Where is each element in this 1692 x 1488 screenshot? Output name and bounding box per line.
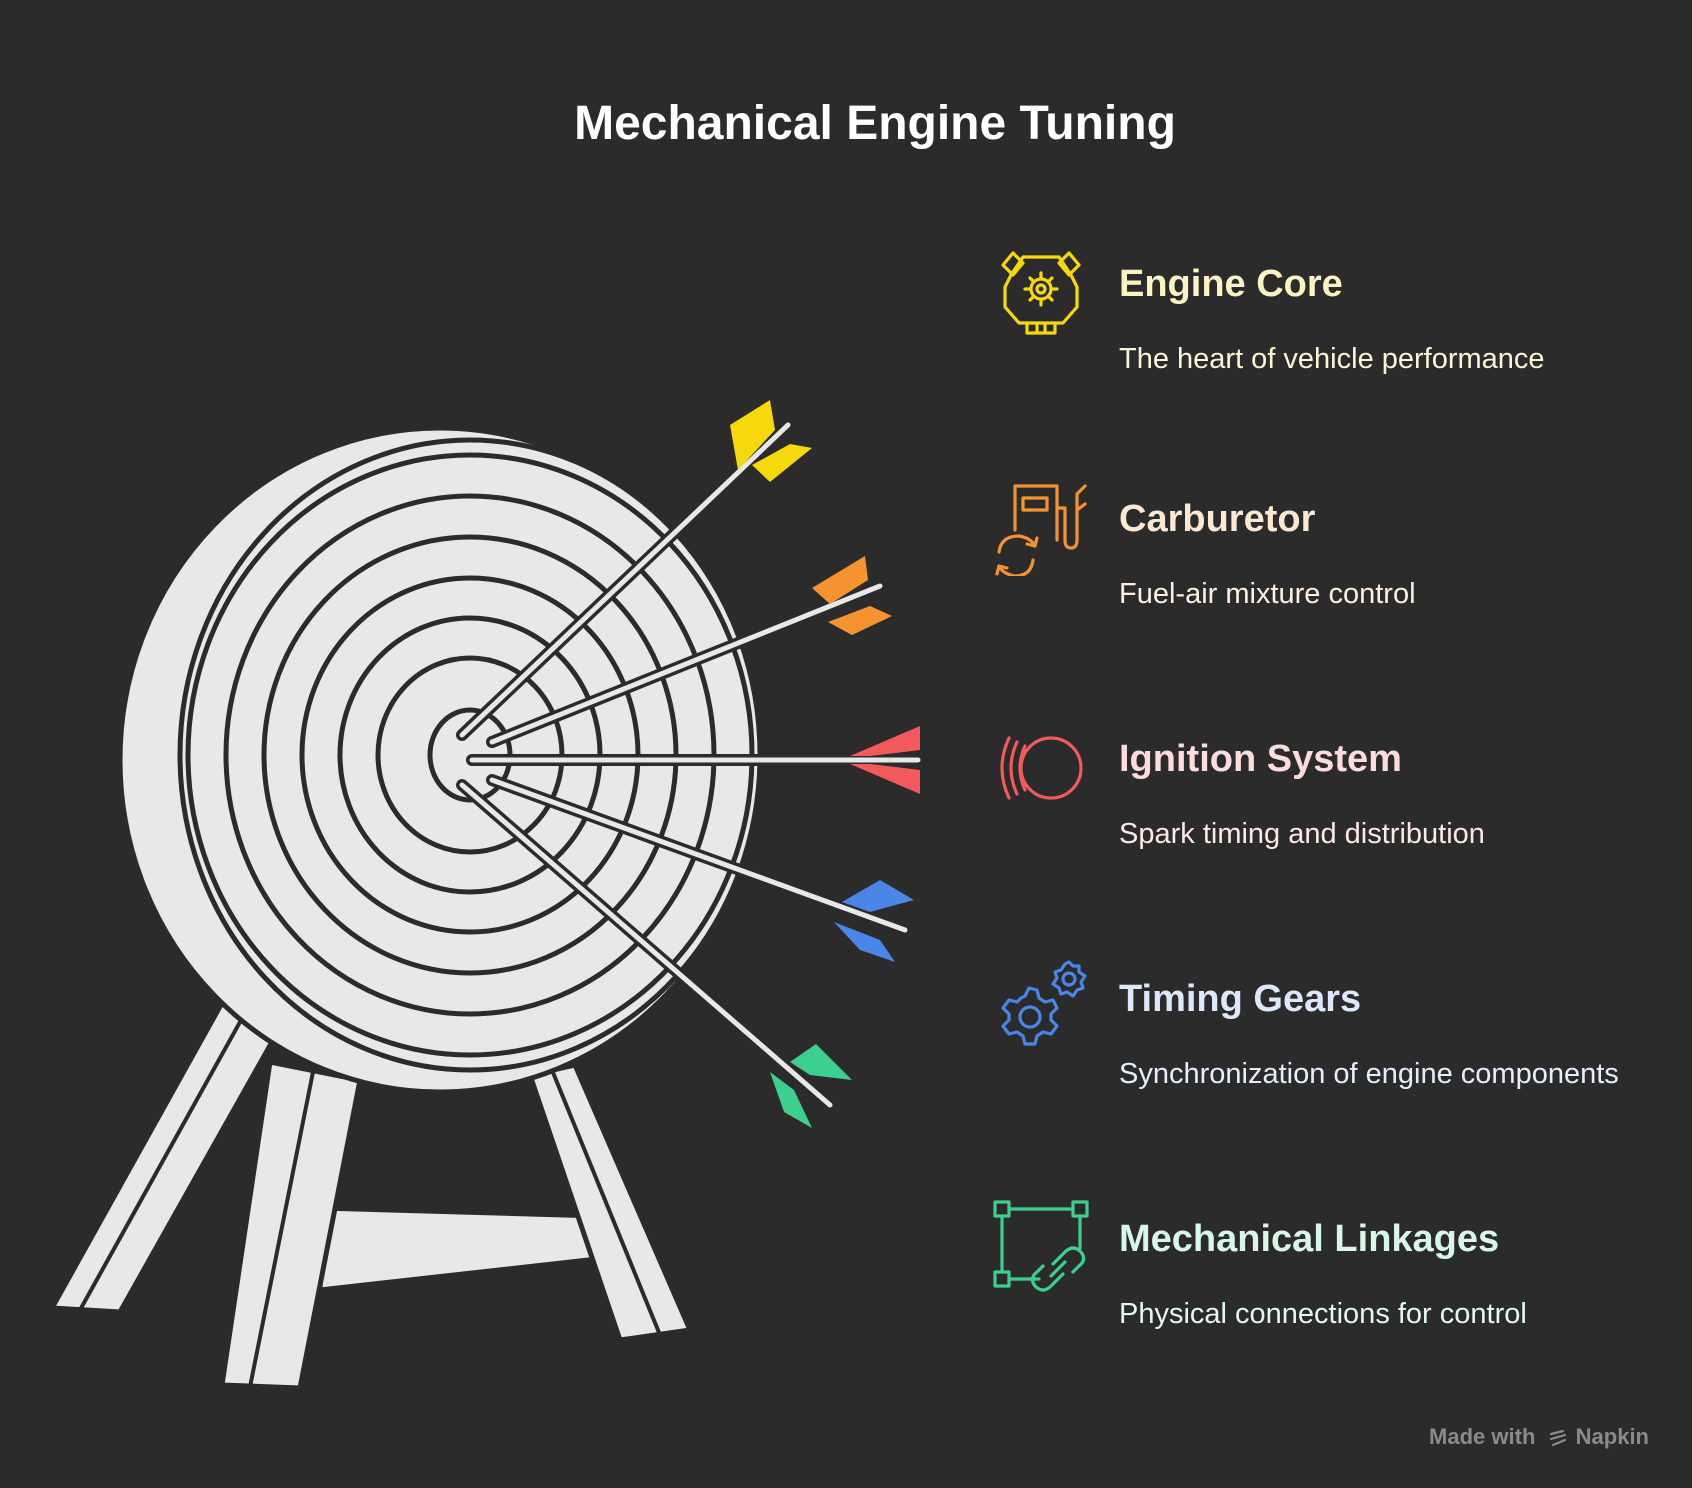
archery-target-illustration xyxy=(52,400,924,1388)
yellow-arrow xyxy=(456,400,812,741)
page-title: Mechanical Engine Tuning xyxy=(574,97,1176,150)
gears-icon xyxy=(1001,960,1087,1046)
list-item-engine-core: Engine Core The heart of vehicle perform… xyxy=(993,245,1673,445)
list-item-mechanical-linkages: Mechanical Linkages Physical connections… xyxy=(993,1200,1673,1400)
list-item-carburetor: Carburetor Fuel-air mixture control xyxy=(993,480,1673,680)
linkage-icon xyxy=(993,1200,1089,1292)
fuel-pump-icon xyxy=(995,484,1087,576)
red-arrow xyxy=(466,726,924,794)
made-with-badge: Made with Napkin xyxy=(1429,1424,1649,1450)
item-heading: Carburetor xyxy=(1119,498,1316,540)
item-heading: Mechanical Linkages xyxy=(1119,1218,1500,1260)
item-heading: Timing Gears xyxy=(1119,978,1362,1020)
item-heading: Ignition System xyxy=(1119,738,1402,780)
list-item-timing-gears: Timing Gears Synchronization of engine c… xyxy=(993,960,1673,1160)
item-heading: Engine Core xyxy=(1119,263,1343,305)
green-arrow xyxy=(456,779,852,1128)
item-description: Physical connections for control xyxy=(1119,1298,1527,1330)
arrows xyxy=(456,400,924,1128)
engine-icon xyxy=(1001,251,1081,335)
orange-arrow xyxy=(486,556,892,748)
item-description: The heart of vehicle performance xyxy=(1119,343,1545,375)
blue-arrow xyxy=(486,774,914,962)
list-item-ignition-system: Ignition System Spark timing and distrib… xyxy=(993,720,1673,920)
ignition-icon xyxy=(1000,736,1083,800)
item-description: Spark timing and distribution xyxy=(1119,818,1485,850)
napkin-brand-label: Napkin xyxy=(1575,1424,1649,1449)
made-with-label: Made with xyxy=(1429,1424,1536,1449)
napkin-logo-icon xyxy=(1549,1430,1566,1447)
item-description: Fuel-air mixture control xyxy=(1119,578,1416,610)
item-description: Synchronization of engine components xyxy=(1119,1058,1619,1090)
